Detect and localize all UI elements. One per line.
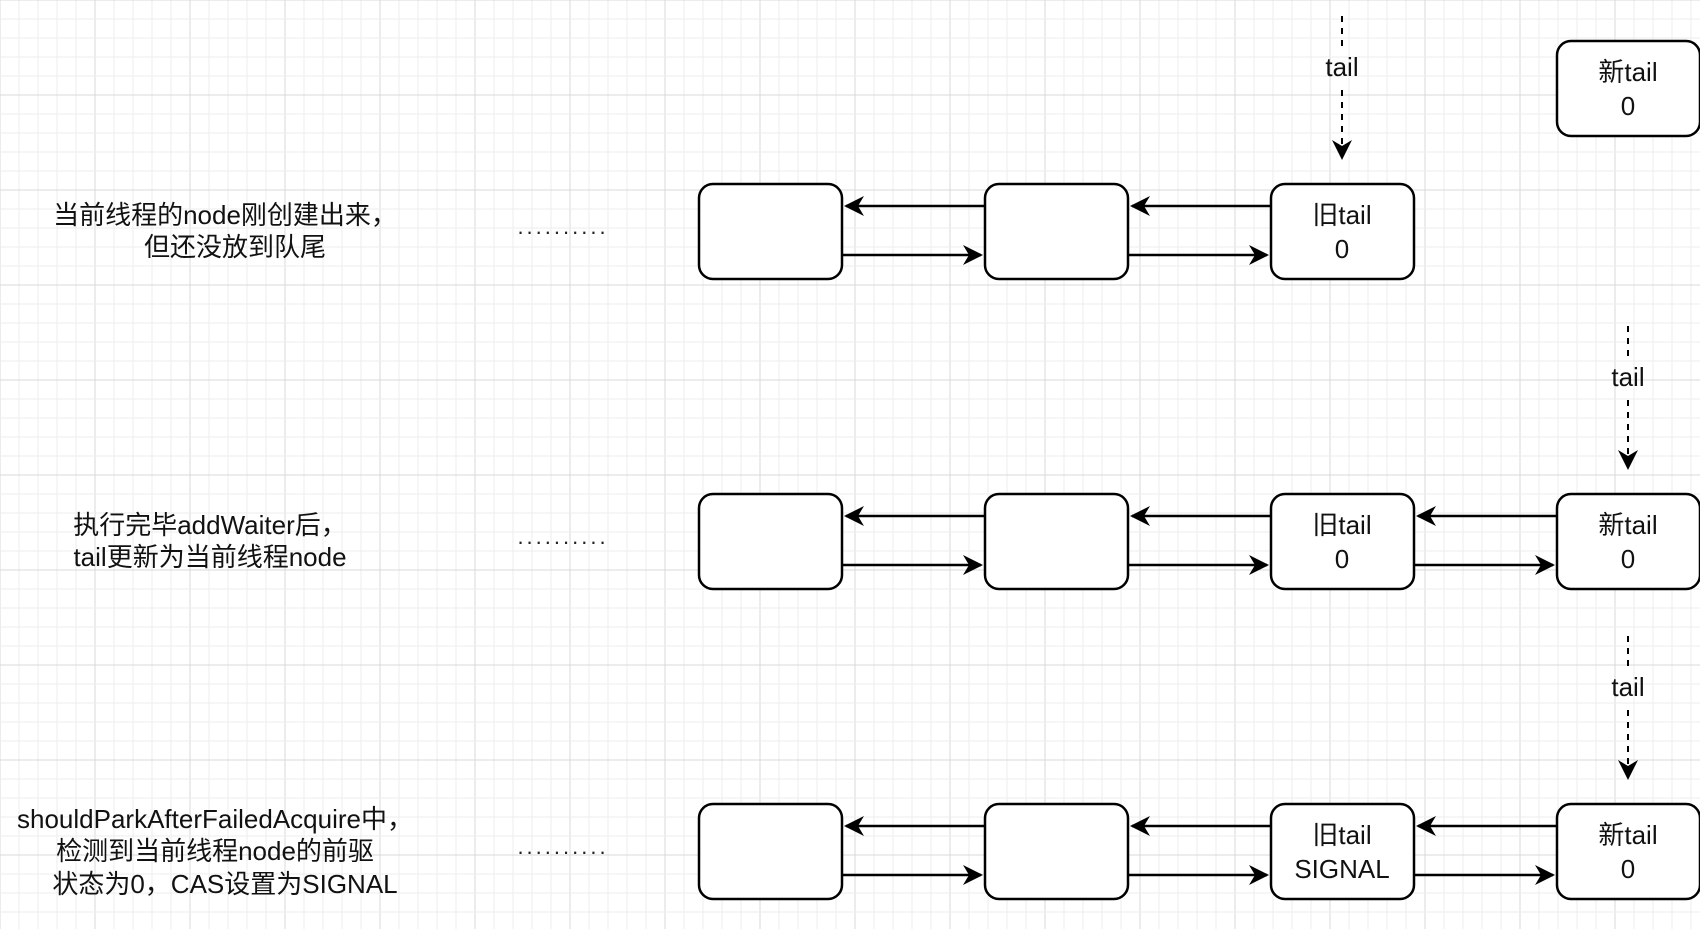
row2-old-tail-title: 旧tail xyxy=(1312,510,1371,540)
row3-ellipsis: .......... xyxy=(517,834,608,859)
row3-description: shouldParkAfterFailedAcquire中， 检测到当前线程no… xyxy=(17,804,413,899)
row1-old-tail-node xyxy=(1269,182,1416,281)
row1-node-1 xyxy=(697,182,844,281)
row3-queue: 旧tail SIGNAL 新tail 0 tail xyxy=(697,636,1700,901)
row1-old-tail-title: 旧tail xyxy=(1312,200,1371,230)
row2-queue: 旧tail 0 新tail 0 tail xyxy=(697,326,1700,591)
row1-new-tail-status: 0 xyxy=(1621,91,1635,121)
row2-node-1 xyxy=(697,492,844,591)
row1-tail-pointer-label: tail xyxy=(1325,52,1358,82)
row2-description: 执行完毕addWaiter后， tail更新为当前线程node xyxy=(73,510,347,572)
row3-description-line1: shouldParkAfterFailedAcquire中， xyxy=(17,804,413,834)
row2-new-tail-status: 0 xyxy=(1621,544,1635,574)
row1-old-tail-status: 0 xyxy=(1335,234,1349,264)
row3-old-tail-status: SIGNAL xyxy=(1294,854,1389,884)
row1-ellipsis: .......... xyxy=(517,214,608,239)
row1-description-line1: 当前线程的node刚创建出来， xyxy=(53,200,397,230)
row2-ellipsis: .......... xyxy=(517,524,608,549)
row2-new-tail-node xyxy=(1555,492,1700,591)
row1-new-tail-node xyxy=(1555,39,1700,138)
row1-description-line2: 但还没放到队尾 xyxy=(144,232,326,262)
row2-description-line1: 执行完毕addWaiter后， xyxy=(73,510,347,540)
row2-old-tail-status: 0 xyxy=(1335,544,1349,574)
row1-node-2 xyxy=(983,182,1130,281)
row3-new-tail-status: 0 xyxy=(1621,854,1635,884)
row3-new-tail-node xyxy=(1555,802,1700,901)
row1-queue: 旧tail 0 tail 新tail 0 xyxy=(697,16,1700,281)
row2-node-2 xyxy=(983,492,1130,591)
row3-old-tail-title: 旧tail xyxy=(1312,820,1371,850)
row3-node-1 xyxy=(697,802,844,901)
row2-tail-pointer-label: tail xyxy=(1611,362,1644,392)
row1-new-tail-title: 新tail xyxy=(1598,57,1657,87)
row3-description-line3: 状态为0，CAS设置为SIGNAL xyxy=(52,869,397,899)
row3-description-line2: 检测到当前线程node的前驱 xyxy=(56,836,374,866)
row1-description: 当前线程的node刚创建出来， 但还没放到队尾 xyxy=(53,200,397,262)
row3-new-tail-title: 新tail xyxy=(1598,820,1657,850)
row2-new-tail-title: 新tail xyxy=(1598,510,1657,540)
row3-tail-pointer-label: tail xyxy=(1611,672,1644,702)
row3-old-tail-node xyxy=(1269,802,1416,901)
row3-node-2 xyxy=(983,802,1130,901)
row2-old-tail-node xyxy=(1269,492,1416,591)
row2-description-line2: tail更新为当前线程node xyxy=(73,542,346,572)
